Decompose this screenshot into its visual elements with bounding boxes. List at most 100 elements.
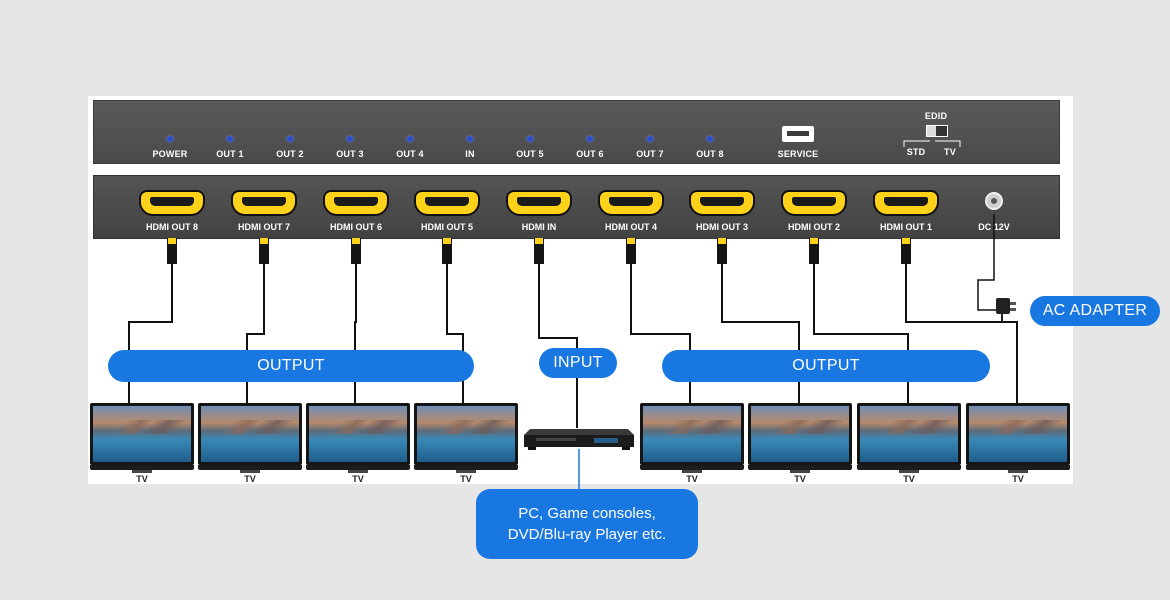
hdmi-in-port-icon <box>506 190 572 216</box>
hdmi-out-4-port-icon <box>598 190 664 216</box>
output-cable <box>630 264 691 404</box>
edid-option-tv: TV <box>944 147 956 157</box>
tv-label: TV <box>686 474 698 484</box>
tv-icon <box>306 403 410 473</box>
tv-label: TV <box>794 474 806 484</box>
blu-ray-player-icon <box>524 429 634 450</box>
hdmi-plug-icon <box>809 238 819 264</box>
service-port-icon <box>782 126 814 142</box>
led-label-in: IN <box>465 149 475 159</box>
edid-switch-bracket <box>903 140 961 147</box>
hdmi-out-3-port-icon <box>689 190 755 216</box>
edid-option-std: STD <box>906 147 926 157</box>
power-cable <box>977 214 996 311</box>
hdmi-out-5-port-icon <box>414 190 480 216</box>
dc-jack-icon <box>985 192 1003 210</box>
led-out-4-icon <box>407 136 413 142</box>
source-devices-callout: PC, Game consoles, DVD/Blu-ray Player et… <box>476 489 698 559</box>
ac-adapter-icon <box>996 298 1016 322</box>
tv-icon <box>198 403 302 473</box>
hdmi-plug-icon <box>442 238 452 264</box>
hdmi-out-4-label: HDMI OUT 4 <box>604 222 657 232</box>
led-in-icon <box>467 136 473 142</box>
led-label-power: POWER <box>152 149 188 159</box>
hdmi-out-6-label: HDMI OUT 6 <box>329 222 382 232</box>
hdmi-plug-tip <box>810 238 818 244</box>
output-cable <box>354 264 357 404</box>
front-panel <box>93 100 1060 164</box>
hdmi-plug-tip <box>627 238 635 244</box>
source-line-2: DVD/Blu-ray Player etc. <box>507 526 667 543</box>
tv-icon <box>640 403 744 473</box>
tv-icon <box>90 403 194 473</box>
hdmi-plug-tip <box>260 238 268 244</box>
input-cable <box>538 264 578 428</box>
hdmi-out-7-label: HDMI OUT 7 <box>237 222 290 232</box>
hdmi-plug-tip <box>718 238 726 244</box>
led-label-out-2: OUT 2 <box>276 149 304 159</box>
led-out-8-icon <box>707 136 713 142</box>
hdmi-plug-icon <box>717 238 727 264</box>
tv-label: TV <box>352 474 364 484</box>
callout-pointer <box>578 449 580 491</box>
hdmi-out-7-port-icon <box>231 190 297 216</box>
hdmi-plug-icon <box>901 238 911 264</box>
hdmi-out-2-label: HDMI OUT 2 <box>787 222 840 232</box>
hdmi-out-1-label: HDMI OUT 1 <box>879 222 932 232</box>
led-label-out-8: OUT 8 <box>696 149 724 159</box>
led-out-5-icon <box>527 136 533 142</box>
hdmi-out-3-label: HDMI OUT 3 <box>695 222 748 232</box>
service-label: SERVICE <box>777 149 819 159</box>
led-out-3-icon <box>347 136 353 142</box>
led-label-out-3: OUT 3 <box>336 149 364 159</box>
hdmi-plug-icon <box>534 238 544 264</box>
hdmi-plug-icon <box>167 238 177 264</box>
led-power-icon <box>167 136 173 142</box>
led-out-2-icon <box>287 136 293 142</box>
edid-label: EDID <box>924 111 948 121</box>
hdmi-out-2-port-icon <box>781 190 847 216</box>
hdmi-out-8-port-icon <box>139 190 205 216</box>
tv-icon <box>966 403 1070 473</box>
tv-label: TV <box>136 474 148 484</box>
hdmi-plug-tip <box>902 238 910 244</box>
tv-label: TV <box>1012 474 1024 484</box>
led-label-out-7: OUT 7 <box>636 149 664 159</box>
hdmi-out-6-port-icon <box>323 190 389 216</box>
tv-icon <box>748 403 852 473</box>
led-label-out-5: OUT 5 <box>516 149 544 159</box>
output-left-pill: OUTPUT <box>108 350 474 382</box>
hdmi-out-8-label: HDMI OUT 8 <box>145 222 198 232</box>
led-out-1-icon <box>227 136 233 142</box>
tv-icon <box>857 403 961 473</box>
tv-label: TV <box>460 474 472 484</box>
hdmi-out-1-port-icon <box>873 190 939 216</box>
edid-switch-icon <box>926 125 948 137</box>
output-cable <box>905 264 1018 404</box>
led-label-out-6: OUT 6 <box>576 149 604 159</box>
ac-adapter-pill: AC ADAPTER <box>1030 296 1160 326</box>
led-label-out-1: OUT 1 <box>216 149 244 159</box>
input-pill: INPUT <box>539 348 617 378</box>
hdmi-plug-tip <box>352 238 360 244</box>
output-cable <box>446 264 464 404</box>
hdmi-out-5-label: HDMI OUT 5 <box>420 222 473 232</box>
output-cable <box>813 264 909 404</box>
output-cable <box>721 264 800 404</box>
tv-label: TV <box>244 474 256 484</box>
hdmi-plug-icon <box>351 238 361 264</box>
tv-label: TV <box>903 474 915 484</box>
output-cable <box>246 264 265 404</box>
hdmi-plug-tip <box>443 238 451 244</box>
hdmi-plug-icon <box>626 238 636 264</box>
hdmi-plug-tip <box>535 238 543 244</box>
output-right-pill: OUTPUT <box>662 350 990 382</box>
hdmi-in-label: HDMI IN <box>521 222 557 232</box>
led-out-6-icon <box>587 136 593 142</box>
hdmi-plug-icon <box>259 238 269 264</box>
source-line-1: PC, Game consoles, <box>518 505 656 522</box>
led-out-7-icon <box>647 136 653 142</box>
tv-icon <box>414 403 518 473</box>
hdmi-plug-tip <box>168 238 176 244</box>
